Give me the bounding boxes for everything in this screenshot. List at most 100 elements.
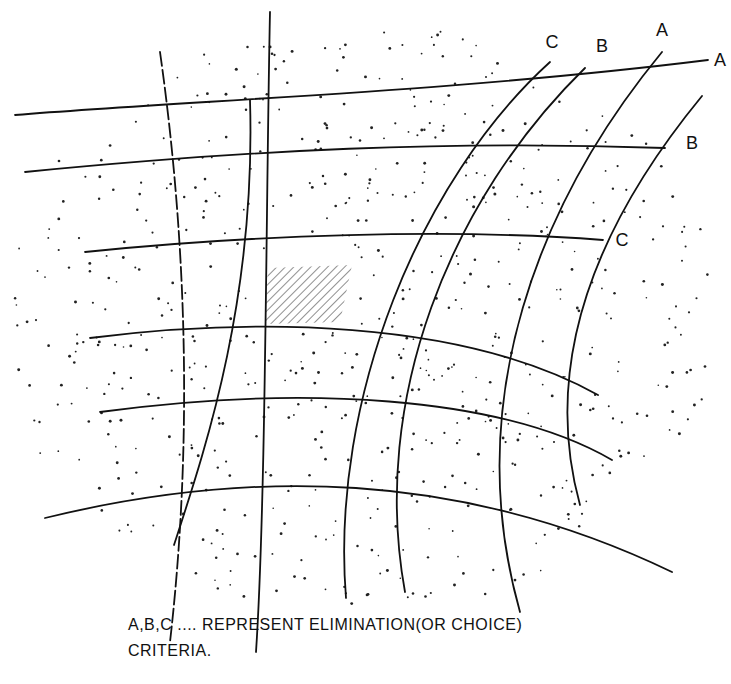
- stipple-dot: [71, 403, 73, 405]
- stipple-dot: [579, 403, 582, 406]
- stipple-dot: [218, 417, 221, 420]
- stipple-dot: [544, 534, 546, 536]
- stipple-dot: [642, 280, 645, 283]
- stipple-dot: [122, 256, 125, 259]
- stipple-dot: [519, 242, 521, 244]
- stipple-dot: [408, 131, 410, 133]
- stipple-dot: [523, 168, 525, 170]
- stipple-dot: [413, 338, 415, 340]
- stipple-dot: [477, 453, 480, 456]
- stipple-dot: [475, 410, 478, 413]
- stipple-dot: [151, 232, 153, 234]
- stipple-dot: [161, 337, 163, 339]
- stipple-dot: [431, 271, 433, 273]
- stipple-dot: [485, 202, 487, 204]
- stipple-dot: [574, 251, 576, 253]
- stipple-dot: [643, 455, 645, 457]
- stipple-dot: [381, 451, 384, 454]
- stipple-dot: [509, 508, 512, 511]
- stipple-dot: [352, 395, 355, 398]
- stipple-dot: [472, 155, 474, 157]
- stipple-dot: [229, 317, 232, 320]
- stipple-dot: [494, 335, 497, 338]
- stipple-dot: [378, 555, 380, 557]
- stipple-dot: [57, 450, 59, 452]
- stipple-dot: [472, 205, 475, 208]
- stipple-dot: [502, 129, 505, 132]
- stipple-dot: [489, 419, 492, 422]
- stipple-dot: [456, 442, 458, 444]
- stipple-dot: [331, 334, 333, 336]
- stipple-dot: [538, 149, 540, 151]
- stipple-dot: [308, 474, 311, 477]
- stipple-dot: [325, 588, 327, 590]
- stipple-dot: [428, 528, 430, 530]
- stipple-dot: [358, 246, 360, 248]
- stipple-dot: [115, 446, 117, 448]
- stipple-dot: [391, 412, 394, 415]
- stipple-dot: [370, 126, 373, 129]
- stipple-dot: [662, 225, 664, 227]
- stipple-dot: [514, 464, 516, 466]
- stipple-dot: [675, 305, 677, 307]
- stipple-dot: [100, 509, 103, 512]
- stipple-dot: [507, 423, 509, 425]
- stipple-dot: [491, 72, 493, 74]
- stipple-dot: [373, 274, 375, 276]
- stipple-dot: [639, 216, 641, 218]
- stipple-dot: [685, 245, 687, 247]
- stipple-dot: [578, 525, 580, 527]
- stipple-dot: [135, 471, 137, 473]
- stipple-dot: [131, 492, 134, 495]
- stipple-dot: [191, 444, 193, 446]
- horizontal-curve: [25, 145, 665, 172]
- stipple-dot: [573, 503, 576, 506]
- stipple-dot: [678, 432, 681, 435]
- stipple-dot: [354, 244, 356, 246]
- stipple-dot: [209, 242, 212, 245]
- stipple-dot: [567, 513, 570, 516]
- stipple-dot: [444, 216, 447, 219]
- stipple-dot: [383, 31, 385, 33]
- stipple-dot: [601, 288, 603, 290]
- stipple-dot: [699, 228, 701, 230]
- stipple-dot: [442, 55, 444, 57]
- stipple-dot: [418, 388, 421, 391]
- horizontal-curve: [90, 327, 598, 395]
- stipple-dot: [496, 62, 499, 65]
- stipple-dot: [522, 573, 525, 576]
- stipple-dot: [484, 593, 487, 596]
- vertical-curve: [567, 96, 702, 505]
- stipple-dot: [259, 150, 261, 152]
- stipple-dot: [475, 377, 477, 379]
- stipple-dot: [562, 487, 564, 489]
- stipple-dot: [414, 105, 416, 107]
- stipple-dot: [203, 387, 205, 389]
- stipple-dot: [453, 364, 455, 366]
- stipple-dot: [138, 193, 141, 196]
- stipple-dot: [326, 217, 328, 219]
- stipple-dot: [532, 87, 534, 89]
- stipple-dot: [459, 439, 461, 441]
- stipple-dot: [147, 393, 150, 396]
- stipple-dot: [498, 261, 500, 263]
- stipple-dot: [225, 93, 228, 96]
- stipple-dot: [364, 75, 367, 78]
- stipple-dot: [108, 383, 110, 385]
- stipple-dot: [202, 538, 205, 541]
- stipple-dot: [409, 288, 411, 290]
- stipple-dot: [411, 448, 414, 451]
- stipple-dot: [98, 340, 101, 343]
- stipple-dot: [466, 199, 468, 201]
- stipple-dot: [471, 141, 474, 144]
- stipple-dot: [218, 195, 220, 197]
- stipple-dot: [557, 179, 559, 181]
- stipple-dot: [271, 353, 273, 355]
- stipple-dot: [379, 78, 381, 80]
- stipple-dot: [341, 372, 343, 374]
- stipple-dot: [313, 382, 316, 385]
- stipple-dot: [529, 374, 531, 376]
- stipple-dot: [138, 268, 141, 271]
- stipple-dot: [310, 399, 312, 401]
- stipple-dot: [665, 385, 668, 388]
